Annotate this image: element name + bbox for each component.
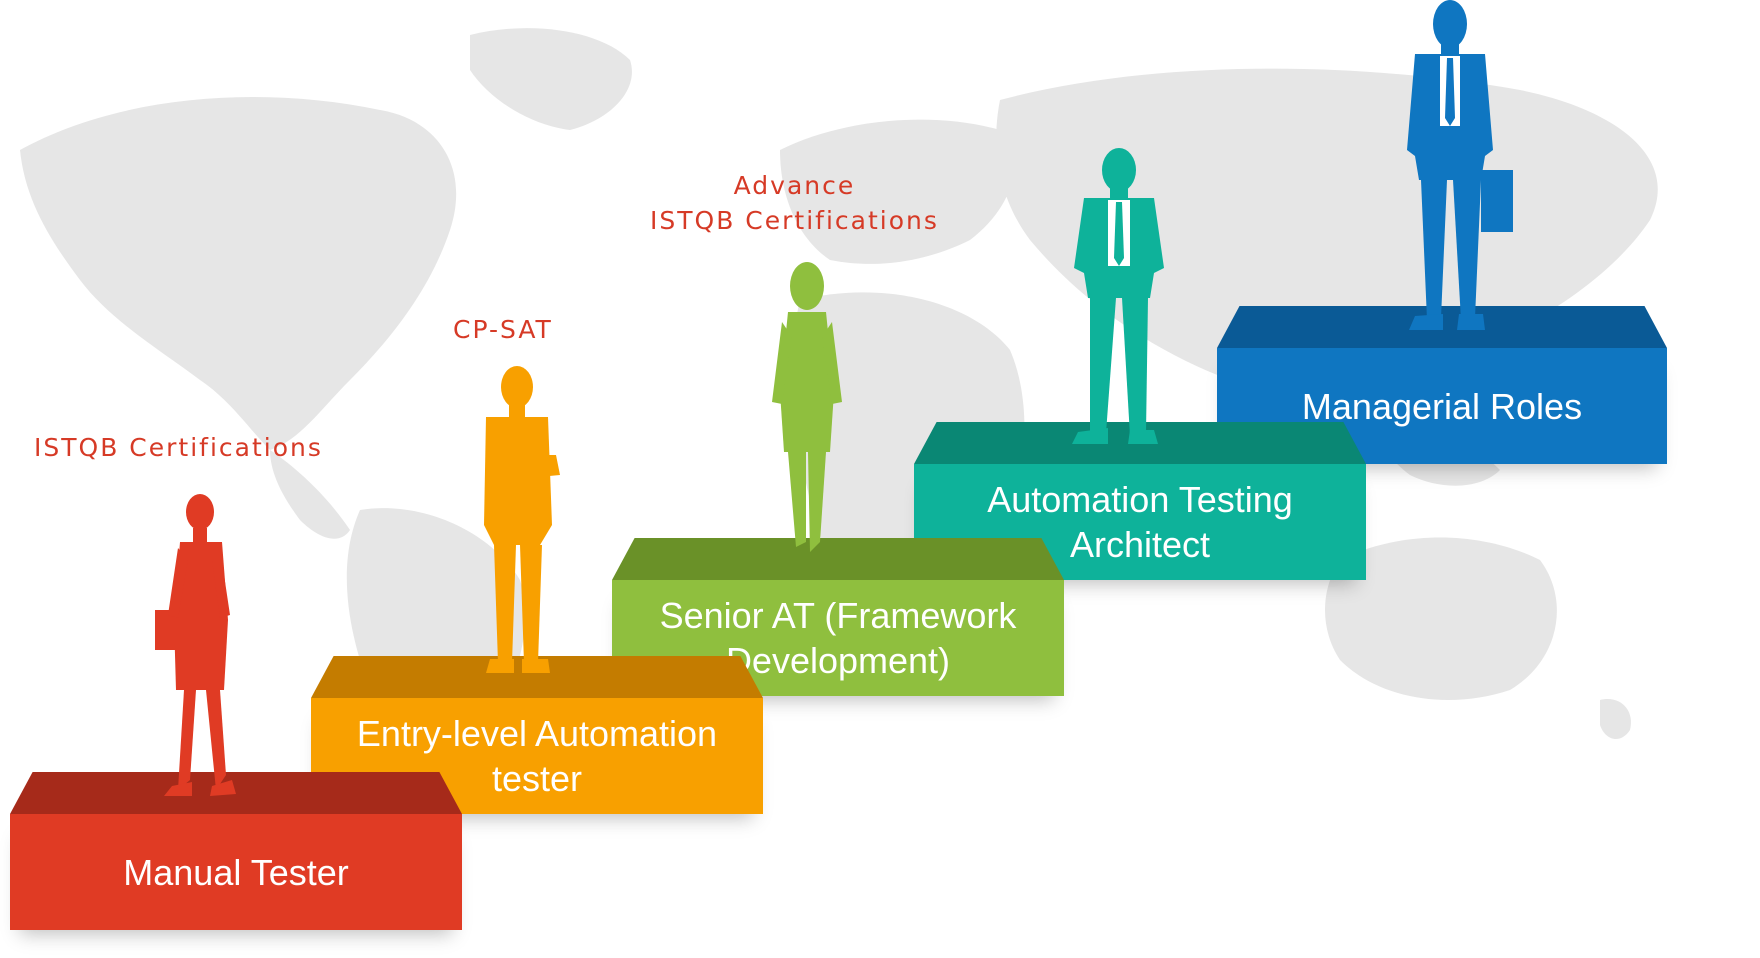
man-arms-crossed-silhouette — [484, 366, 560, 673]
woman-walking-with-folder-silhouette — [155, 494, 236, 796]
certification-cp-sat: CP-SAT — [453, 315, 553, 344]
step-manual-tester: Manual Tester — [10, 772, 462, 930]
man-hands-in-pockets-silhouette — [1072, 148, 1164, 444]
certification-istqb: ISTQB Certifications — [34, 433, 323, 462]
step-label: Manual Tester — [10, 814, 462, 930]
step-automation-testing-architect: Automation Testing Architect — [914, 422, 1366, 580]
step-top-face — [612, 538, 1064, 580]
step-top-face — [10, 772, 462, 814]
certification-advance-istqb: Advance ISTQB Certifications — [650, 171, 939, 235]
man-with-briefcase-silhouette — [1407, 0, 1513, 330]
woman-standing-silhouette — [772, 262, 842, 552]
